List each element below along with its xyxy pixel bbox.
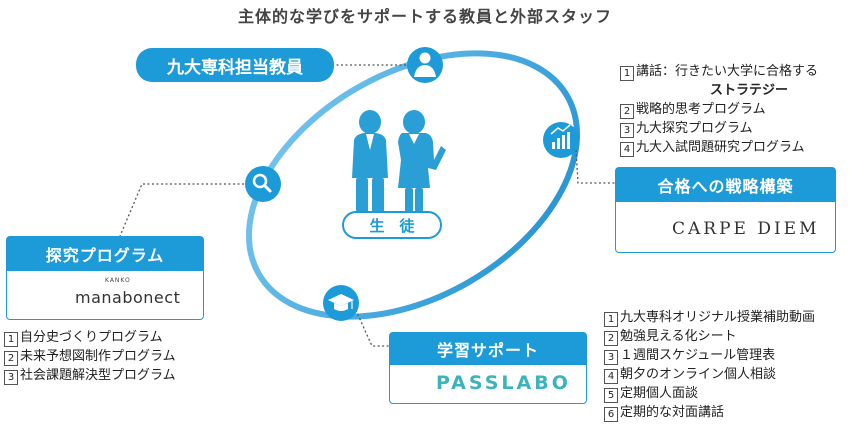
main-title: 主体的な学びをサポートする教員と外部スタッフ xyxy=(237,7,612,26)
person-icon xyxy=(407,47,443,83)
male-student-figure xyxy=(352,110,388,212)
support-panel: 学習サポート PASSLABO xyxy=(389,332,587,404)
faculty-label-text: 九大専科担当教員 xyxy=(167,57,303,78)
passlabo-logo-text: PASSLABO xyxy=(436,372,571,394)
connector-support xyxy=(353,305,420,347)
support-panel-title: 学習サポート xyxy=(390,333,586,365)
strategy-panel-title: 合格への戦略構築 xyxy=(616,168,835,202)
inquiry-panel-title: 探究プログラム xyxy=(7,237,203,271)
search-icon xyxy=(245,166,281,202)
connector-inquiry xyxy=(119,183,244,237)
student-label: 生 徒 xyxy=(342,211,442,239)
faculty-label: 九大専科担当教員 xyxy=(136,48,334,82)
strategy-panel: 合格への戦略構築 CARPE DIEM xyxy=(615,167,836,253)
carpe-diem-logo-text: CARPE DIEM xyxy=(672,219,820,239)
student-label-text: 生 徒 xyxy=(369,216,415,235)
graduation-cap-icon xyxy=(323,285,359,321)
orbit-ring xyxy=(245,50,581,320)
list-item: ストラテジー xyxy=(710,83,789,98)
kanko-logo-text: KANKO xyxy=(105,277,131,284)
manabonect-logo-text: manabonect xyxy=(75,288,181,307)
female-student-figure xyxy=(398,110,446,212)
chart-icon xyxy=(543,122,579,158)
connector-strategy xyxy=(575,149,617,184)
inquiry-panel: 探究プログラム KANKO manabonect xyxy=(6,236,204,320)
